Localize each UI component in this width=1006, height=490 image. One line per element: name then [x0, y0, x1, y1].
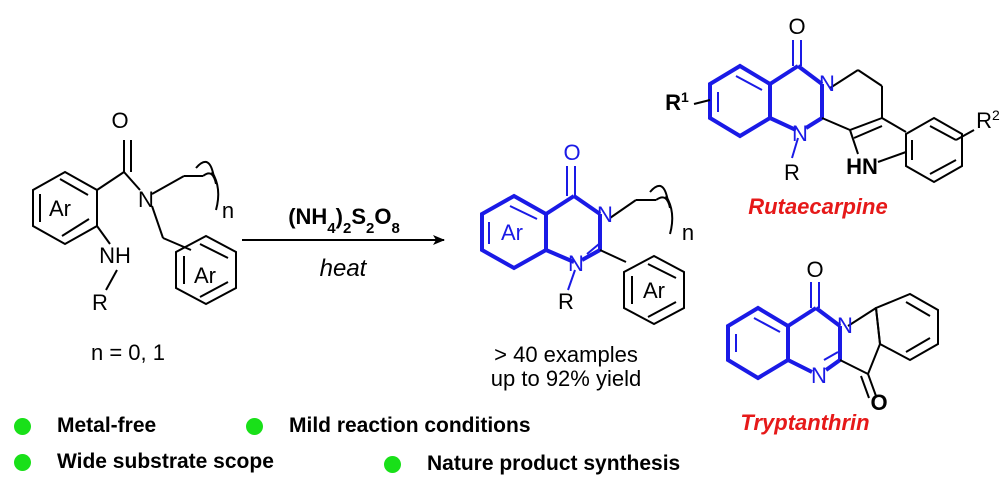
product-structure: [480, 166, 685, 326]
bullet-mild-conditions: Mild reaction conditions: [246, 414, 531, 438]
rutaecarpine-r: R: [784, 160, 800, 185]
rutaecarpine-r2: R2: [976, 107, 1000, 133]
tryptanthrin-carbonyl-o-bottom: O: [870, 390, 887, 415]
reactant-nh: NH: [99, 243, 131, 268]
product-r: R: [558, 289, 574, 314]
condition-heat: heat: [320, 255, 368, 282]
rutaecarpine-hn: HN: [846, 154, 878, 179]
bullet-natural-product: Nature product synthesis: [384, 452, 680, 476]
reactant-ring-ar-right: Ar: [194, 263, 216, 288]
bullet-text: Metal-free: [57, 414, 157, 437]
green-dot-icon: [384, 455, 401, 473]
reactant-r: R: [92, 290, 108, 315]
bullet-text: Nature product synthesis: [427, 452, 681, 475]
reactant-carbonyl-o: O: [111, 108, 128, 133]
bullet-text: Mild reaction conditions: [289, 414, 531, 437]
product-n-subscript: n: [682, 220, 694, 245]
product-n-top: N: [597, 202, 613, 227]
product-examples-note: > 40 examples: [494, 342, 638, 367]
reactant-n-note: n = 0, 1: [91, 340, 165, 365]
product-ring-ar-right: Ar: [643, 278, 665, 303]
product-ring-ar-left: Ar: [501, 220, 523, 245]
green-dot-icon: [14, 417, 31, 435]
reactant-amide-n: N: [138, 187, 154, 212]
rutaecarpine-n-bottom: N: [792, 121, 808, 146]
rutaecarpine-n-top: N: [819, 71, 835, 96]
tryptanthrin-n-bottom: N: [811, 363, 827, 388]
reactant-n-subscript: n: [222, 198, 234, 223]
tryptanthrin-carbonyl-o-top: O: [806, 257, 823, 282]
tryptanthrin-n-top: N: [837, 313, 853, 338]
green-dot-icon: [14, 453, 31, 471]
tryptanthrin-structure: [726, 282, 939, 399]
tryptanthrin-name: Tryptanthrin: [740, 410, 869, 435]
rutaecarpine-structure: [693, 40, 975, 184]
reactant-structure: [32, 140, 237, 306]
reagent-formula: (NH4)2S2O8: [288, 204, 400, 237]
reactant-ring-ar-left: Ar: [49, 196, 71, 221]
product-carbonyl-o: O: [563, 140, 580, 165]
product-n-bottom: N: [568, 251, 584, 276]
bullet-metal-free: Metal-free: [14, 414, 156, 438]
rutaecarpine-r1: R1: [665, 89, 689, 115]
bullet-text: Wide substrate scope: [57, 450, 274, 473]
bullet-wide-scope: Wide substrate scope: [14, 450, 274, 474]
green-dot-icon: [246, 417, 263, 435]
product-yield-note: up to 92% yield: [491, 366, 641, 391]
rutaecarpine-carbonyl-o: O: [788, 14, 805, 39]
rutaecarpine-name: Rutaecarpine: [748, 194, 887, 219]
